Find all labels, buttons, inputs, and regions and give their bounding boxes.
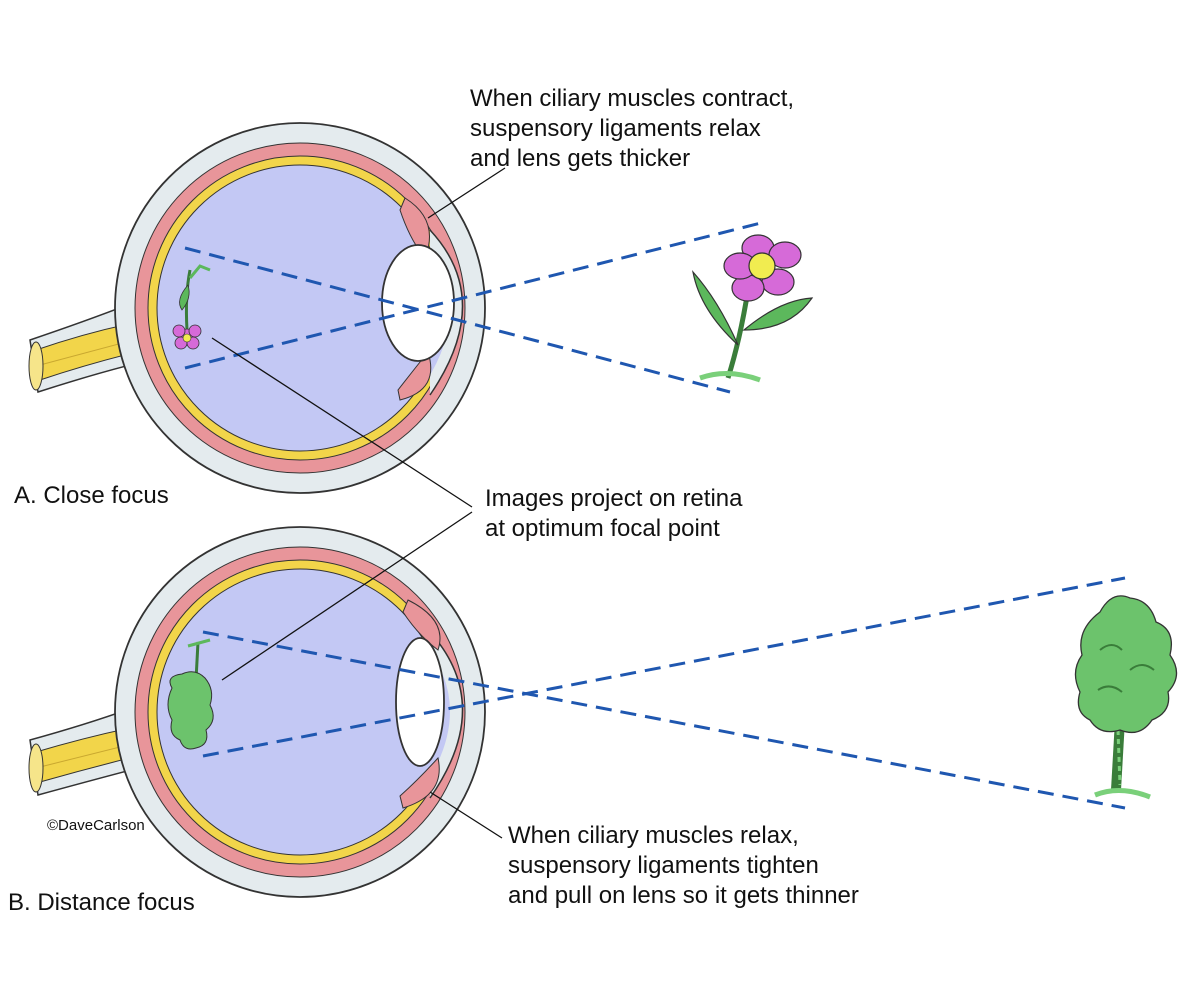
annotation-contract-line1: When ciliary muscles contract,: [470, 85, 795, 112]
annotation-relax-line2: suspensory ligaments tighten: [508, 852, 819, 879]
ciliary-muscle-top-b: [402, 599, 441, 651]
panel-a-label: A. Close focus: [14, 482, 169, 509]
tree-object: [1074, 595, 1178, 800]
eye-a: [28, 122, 766, 494]
optic-nerve-end-a: [28, 341, 44, 391]
annotation-relax-line3: and pull on lens so it gets thinner: [508, 882, 859, 909]
leader-contract: [427, 167, 506, 219]
annotation-contract-line3: and lens gets thicker: [470, 145, 691, 172]
optic-nerve-end-b: [28, 743, 44, 793]
copyright-credit: ©DaveCarlson: [47, 817, 145, 834]
annotation-retina-line1: Images project on retina: [485, 485, 743, 512]
leader-relax: [429, 791, 503, 839]
leader-retina-b: [221, 511, 473, 681]
retina-image-flower: [172, 264, 211, 350]
annotation-contract-line2: suspensory ligaments relax: [470, 115, 761, 142]
lens-thick-a: [381, 244, 455, 362]
panel-b-label: B. Distance focus: [8, 889, 195, 916]
ray-b-upper: [202, 630, 1126, 810]
retina-image-tree: [167, 638, 214, 750]
annotation-retina: Images project on retina at optimum foca…: [485, 484, 742, 544]
leader-retina-a: [211, 337, 473, 508]
annotation-relax-line1: When ciliary muscles relax,: [508, 822, 799, 849]
annotation-retina-line2: at optimum focal point: [485, 515, 720, 542]
ciliary-muscle-bottom-b: [399, 756, 440, 809]
flower-object: [692, 234, 814, 383]
lens-thin-b: [395, 637, 445, 767]
ray-b-lower: [202, 576, 1126, 758]
annotation-contract: When ciliary muscles contract, suspensor…: [470, 84, 794, 174]
ray-a-upper: [184, 246, 731, 394]
annotation-relax: When ciliary muscles relax, suspensory l…: [508, 821, 859, 911]
eye-b: [28, 526, 1126, 898]
